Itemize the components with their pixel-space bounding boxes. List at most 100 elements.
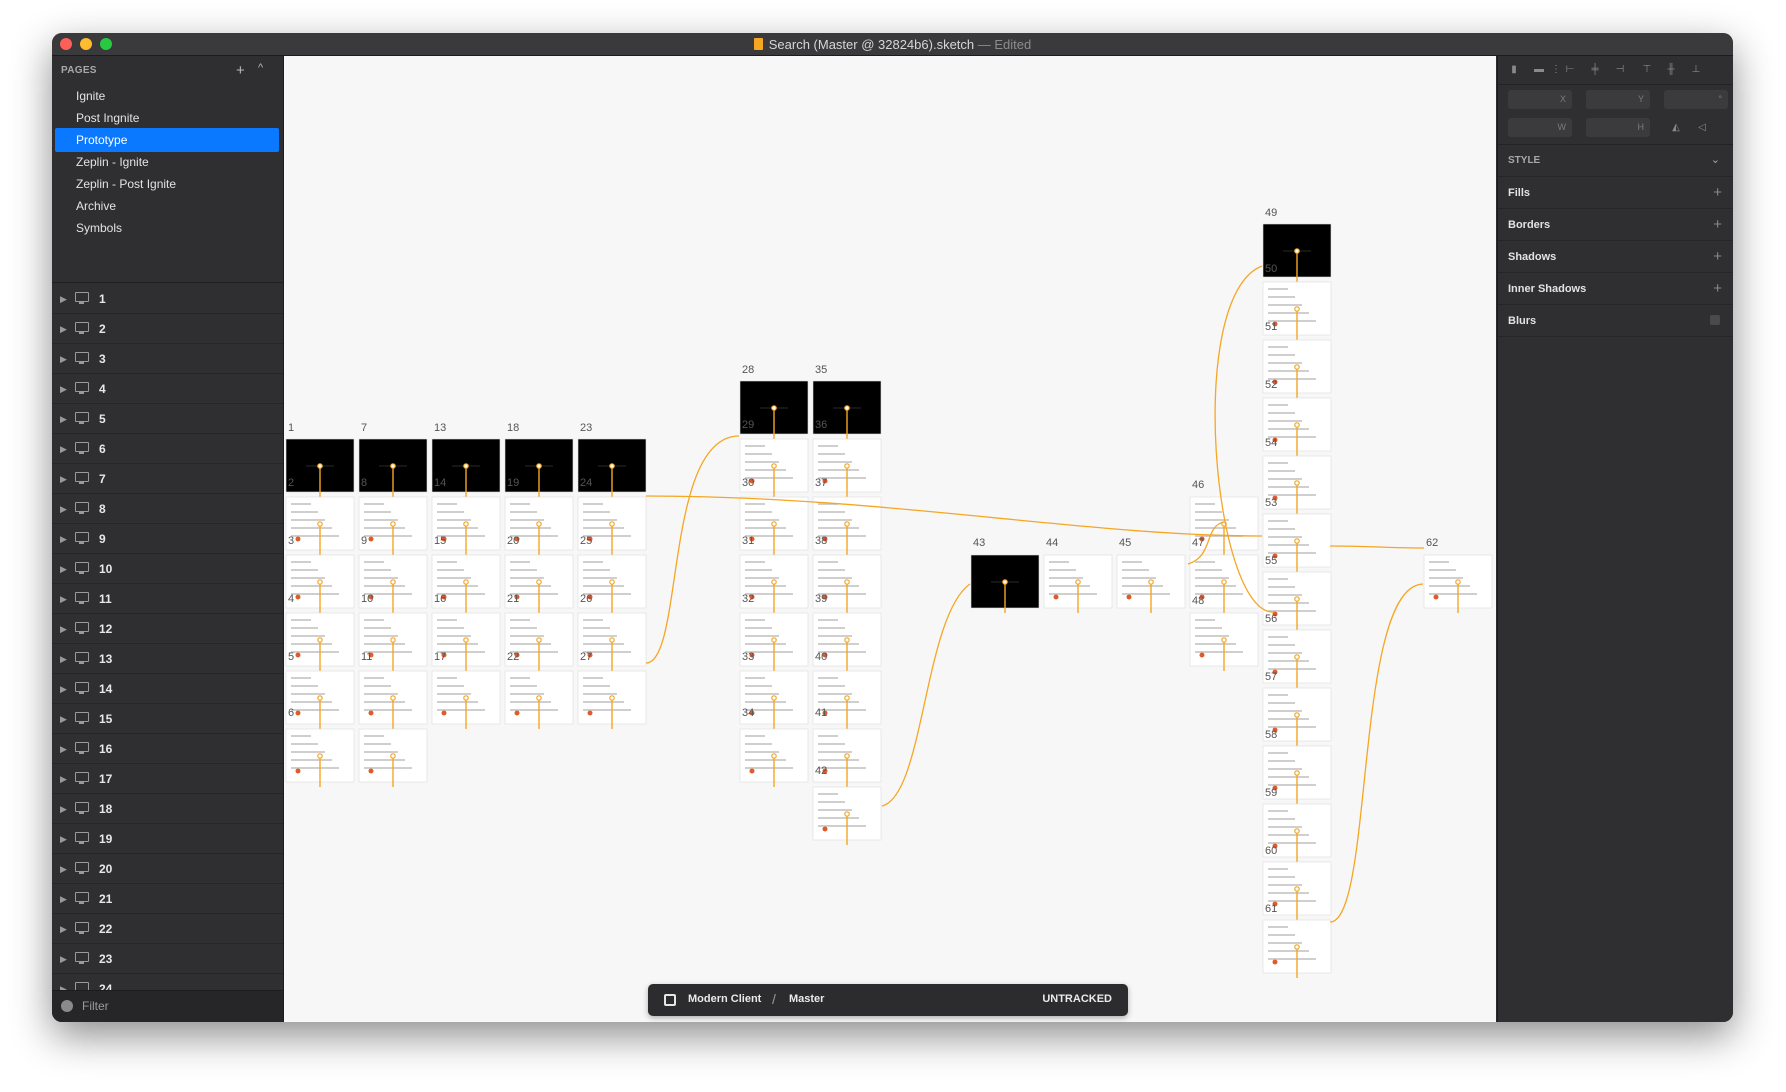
artboard-thumbnail[interactable] [285, 438, 355, 497]
add-icon[interactable]: + [1713, 216, 1722, 233]
align-center-horizontal-icon[interactable]: ╪ [1591, 64, 1599, 75]
disclosure-triangle-icon[interactable]: ▶ [60, 774, 67, 784]
layer-row[interactable]: ▶8 [52, 494, 283, 524]
disclosure-triangle-icon[interactable]: ▶ [60, 324, 67, 334]
toggle-checkbox[interactable] [1710, 315, 1720, 325]
artboard-thumbnail[interactable] [1262, 281, 1332, 340]
align-top-icon[interactable]: ⊤ [1642, 64, 1652, 75]
disclosure-triangle-icon[interactable]: ▶ [60, 414, 67, 424]
add-icon[interactable]: + [1713, 280, 1722, 297]
width-field[interactable]: W [1508, 118, 1572, 137]
artboard-thumbnail[interactable] [504, 612, 574, 671]
artboard-thumbnail[interactable] [739, 670, 809, 729]
artboard-thumbnail[interactable] [812, 438, 882, 497]
layer-row[interactable]: ▶23 [52, 944, 283, 974]
artboard-thumbnail[interactable] [285, 670, 355, 729]
artboard-thumbnail[interactable] [1116, 554, 1186, 613]
disclosure-triangle-icon[interactable]: ▶ [60, 834, 67, 844]
disclosure-triangle-icon[interactable]: ▶ [60, 474, 67, 484]
filter-input[interactable]: Filter [82, 999, 109, 1013]
artboard-thumbnail[interactable] [431, 438, 501, 497]
layer-row[interactable]: ▶1 [52, 284, 283, 314]
disclosure-triangle-icon[interactable]: ▶ [60, 654, 67, 664]
layer-row[interactable]: ▶18 [52, 794, 283, 824]
layer-row[interactable]: ▶19 [52, 824, 283, 854]
y-field[interactable]: Y [1586, 90, 1650, 109]
disclosure-triangle-icon[interactable]: ▶ [60, 504, 67, 514]
artboard-thumbnail[interactable] [358, 496, 428, 555]
collapse-pages-icon[interactable]: ^ [258, 62, 264, 74]
layer-row[interactable]: ▶13 [52, 644, 283, 674]
artboard-flow-diagram[interactable]: 1234567891011131415161718192021222324252… [284, 56, 1496, 1022]
artboard-thumbnail[interactable] [812, 728, 882, 787]
distribute-vertical-icon[interactable]: ▬ [1534, 64, 1544, 75]
disclosure-triangle-icon[interactable]: ▶ [60, 594, 67, 604]
artboard-thumbnail[interactable] [504, 496, 574, 555]
artboard-thumbnail[interactable] [1262, 803, 1332, 862]
artboard-thumbnail[interactable] [285, 728, 355, 787]
disclosure-triangle-icon[interactable]: ▶ [60, 444, 67, 454]
layer-row[interactable]: ▶10 [52, 554, 283, 584]
artboard-thumbnail[interactable] [285, 612, 355, 671]
layer-row[interactable]: ▶14 [52, 674, 283, 704]
layer-row[interactable]: ▶17 [52, 764, 283, 794]
disclosure-triangle-icon[interactable]: ▶ [60, 534, 67, 544]
layer-row[interactable]: ▶20 [52, 854, 283, 884]
artboard-thumbnail[interactable] [504, 670, 574, 729]
artboard-thumbnail[interactable] [431, 670, 501, 729]
align-left-icon[interactable]: ⊢ [1565, 64, 1575, 75]
filter-bar[interactable]: Filter [52, 990, 283, 1022]
disclosure-triangle-icon[interactable]: ▶ [60, 354, 67, 364]
disclosure-triangle-icon[interactable]: ▶ [60, 894, 67, 904]
style-section-header[interactable]: STYLE ⌄ [1498, 145, 1733, 177]
page-item[interactable]: Symbols [76, 221, 123, 235]
artboard-thumbnail[interactable] [358, 554, 428, 613]
artboard-thumbnail[interactable] [358, 728, 428, 787]
add-page-icon[interactable]: + [236, 62, 245, 79]
disclosure-triangle-icon[interactable]: ▶ [60, 954, 67, 964]
artboard-thumbnail[interactable] [812, 786, 882, 845]
artboard-thumbnail[interactable] [1262, 861, 1332, 920]
add-icon[interactable]: + [1713, 248, 1722, 265]
artboard-thumbnail[interactable] [431, 496, 501, 555]
artboard-thumbnail[interactable] [812, 612, 882, 671]
layer-row[interactable]: ▶22 [52, 914, 283, 944]
artboard-thumbnail[interactable] [1262, 745, 1332, 804]
disclosure-triangle-icon[interactable]: ▶ [60, 984, 67, 994]
disclosure-triangle-icon[interactable]: ▶ [60, 684, 67, 694]
artboard-thumbnail[interactable] [504, 438, 574, 497]
artboard-thumbnail[interactable] [812, 554, 882, 613]
x-field[interactable]: X [1508, 90, 1572, 109]
layer-row[interactable]: ▶5 [52, 404, 283, 434]
artboard-thumbnail[interactable] [577, 670, 647, 729]
page-item[interactable]: Prototype [55, 128, 279, 152]
layer-row[interactable]: ▶16 [52, 734, 283, 764]
disclosure-triangle-icon[interactable]: ▶ [60, 714, 67, 724]
artboard-thumbnail[interactable] [577, 554, 647, 613]
disclosure-triangle-icon[interactable]: ▶ [60, 744, 67, 754]
page-item[interactable]: Ignite [76, 89, 106, 103]
close-window-button[interactable] [60, 38, 72, 50]
style-section-fills[interactable]: Fills+ [1498, 177, 1733, 209]
artboard-thumbnail[interactable] [577, 438, 647, 497]
disclosure-triangle-icon[interactable]: ▶ [60, 924, 67, 934]
artboard-thumbnail[interactable] [1189, 554, 1259, 613]
add-icon[interactable]: + [1713, 184, 1722, 201]
artboard-thumbnail[interactable] [577, 496, 647, 555]
style-section-blurs[interactable]: Blurs [1498, 305, 1733, 337]
artboard-thumbnail[interactable] [1423, 554, 1493, 613]
artboard-thumbnail[interactable] [431, 554, 501, 613]
artboard-thumbnail[interactable] [1262, 513, 1332, 572]
align-right-icon[interactable]: ⊣ [1615, 64, 1625, 75]
layer-row[interactable]: ▶3 [52, 344, 283, 374]
artboard-thumbnail[interactable] [577, 612, 647, 671]
rotation-field[interactable]: ° [1664, 90, 1728, 109]
artboard-thumbnail[interactable] [1189, 496, 1259, 555]
minimize-window-button[interactable] [80, 38, 92, 50]
page-item[interactable]: Archive [76, 199, 117, 213]
layer-row[interactable]: ▶6 [52, 434, 283, 464]
artboard-thumbnail[interactable] [358, 438, 428, 497]
artboard-thumbnail[interactable] [285, 554, 355, 613]
layer-row[interactable]: ▶21 [52, 884, 283, 914]
artboard-thumbnail[interactable] [739, 380, 809, 439]
